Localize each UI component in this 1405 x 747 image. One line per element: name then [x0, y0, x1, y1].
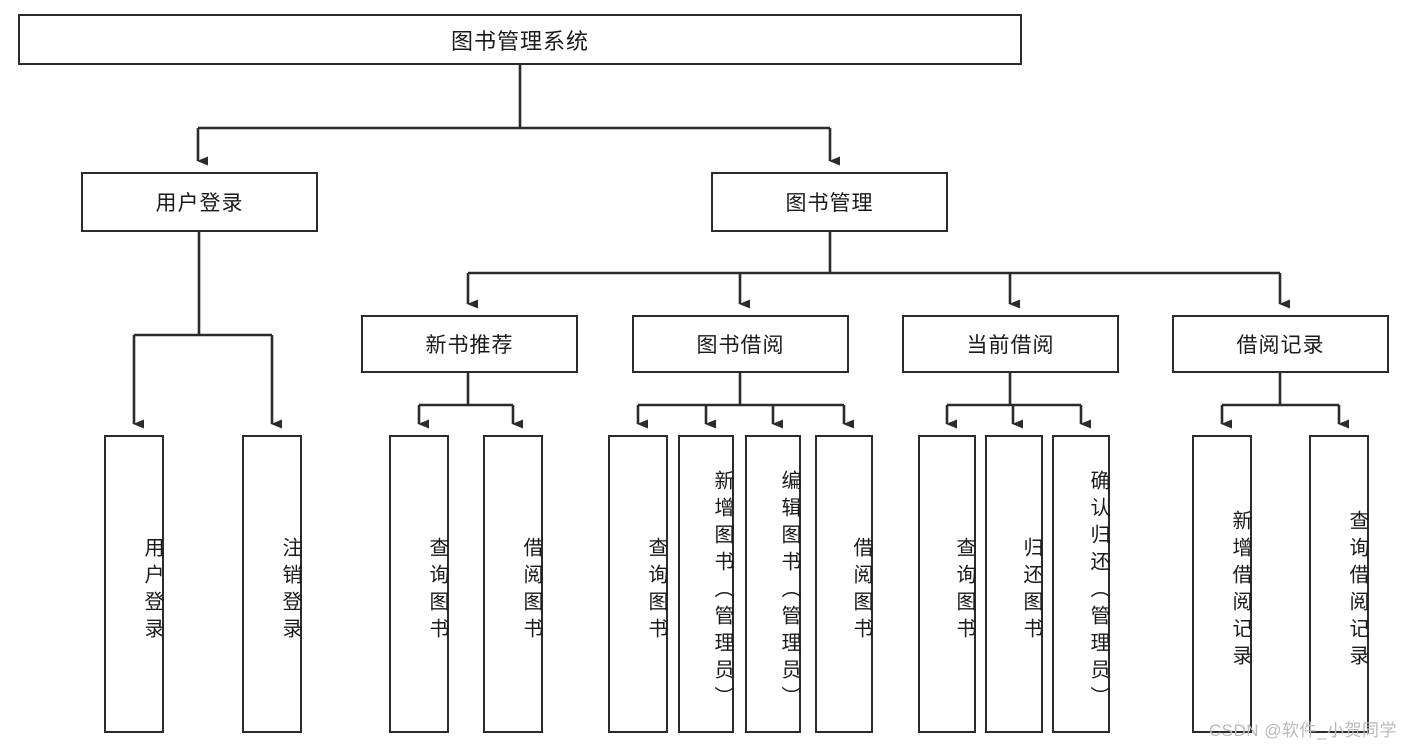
node-label: 新增借阅记录	[1229, 510, 1251, 672]
csdn-watermark: CSDN @软件_小贺同学	[1208, 721, 1397, 740]
node-label: 新增图书（管理员）	[711, 469, 733, 713]
node-label: 确认归还（管理员）	[1087, 469, 1109, 713]
leaf-book-borrow-borrow[interactable]: 借阅图书	[815, 435, 873, 733]
node-label: 图书管理	[785, 192, 874, 215]
node-book-borrow[interactable]: 图书借阅	[632, 315, 849, 373]
node-new-book-recommend[interactable]: 新书推荐	[361, 315, 578, 373]
node-label: 借阅图书	[850, 537, 872, 645]
node-label: 用户登录	[155, 192, 244, 215]
node-label: 查询借阅记录	[1346, 510, 1368, 672]
node-book-management[interactable]: 图书管理	[711, 172, 948, 232]
node-label: 借阅图书	[520, 537, 542, 645]
leaf-current-borrow-return[interactable]: 归还图书	[985, 435, 1043, 733]
leaf-user-login-signout[interactable]: 注销登录	[242, 435, 302, 733]
leaf-current-borrow-confirm-return[interactable]: 确认归还（管理员）	[1052, 435, 1110, 733]
leaf-user-login-signin[interactable]: 用户登录	[104, 435, 164, 733]
leaf-current-borrow-query[interactable]: 查询图书	[918, 435, 976, 733]
node-label: 查询图书	[953, 537, 975, 645]
leaf-book-borrow-query[interactable]: 查询图书	[608, 435, 668, 733]
node-label: 图书借阅	[696, 334, 785, 357]
node-label: 注销登录	[279, 537, 301, 645]
node-label: 查询图书	[426, 537, 448, 645]
node-label: 借阅记录	[1236, 334, 1325, 357]
node-user-login[interactable]: 用户登录	[81, 172, 318, 232]
node-current-borrow[interactable]: 当前借阅	[902, 315, 1119, 373]
node-label: 归还图书	[1020, 537, 1042, 645]
node-label: 当前借阅	[966, 334, 1055, 357]
node-label: 用户登录	[141, 537, 163, 645]
leaf-borrow-record-add[interactable]: 新增借阅记录	[1192, 435, 1252, 733]
node-label: 新书推荐	[425, 334, 514, 357]
node-borrow-record[interactable]: 借阅记录	[1172, 315, 1389, 373]
leaf-new-book-query[interactable]: 查询图书	[389, 435, 449, 733]
leaf-book-borrow-add[interactable]: 新增图书（管理员）	[678, 435, 734, 733]
leaf-new-book-borrow[interactable]: 借阅图书	[483, 435, 543, 733]
node-book-management-system[interactable]: 图书管理系统	[18, 14, 1022, 65]
leaf-book-borrow-edit[interactable]: 编辑图书（管理员）	[745, 435, 801, 733]
node-label: 编辑图书（管理员）	[778, 469, 800, 713]
node-label: 图书管理系统	[450, 28, 589, 54]
node-label: 查询图书	[645, 537, 667, 645]
leaf-borrow-record-query[interactable]: 查询借阅记录	[1309, 435, 1369, 733]
